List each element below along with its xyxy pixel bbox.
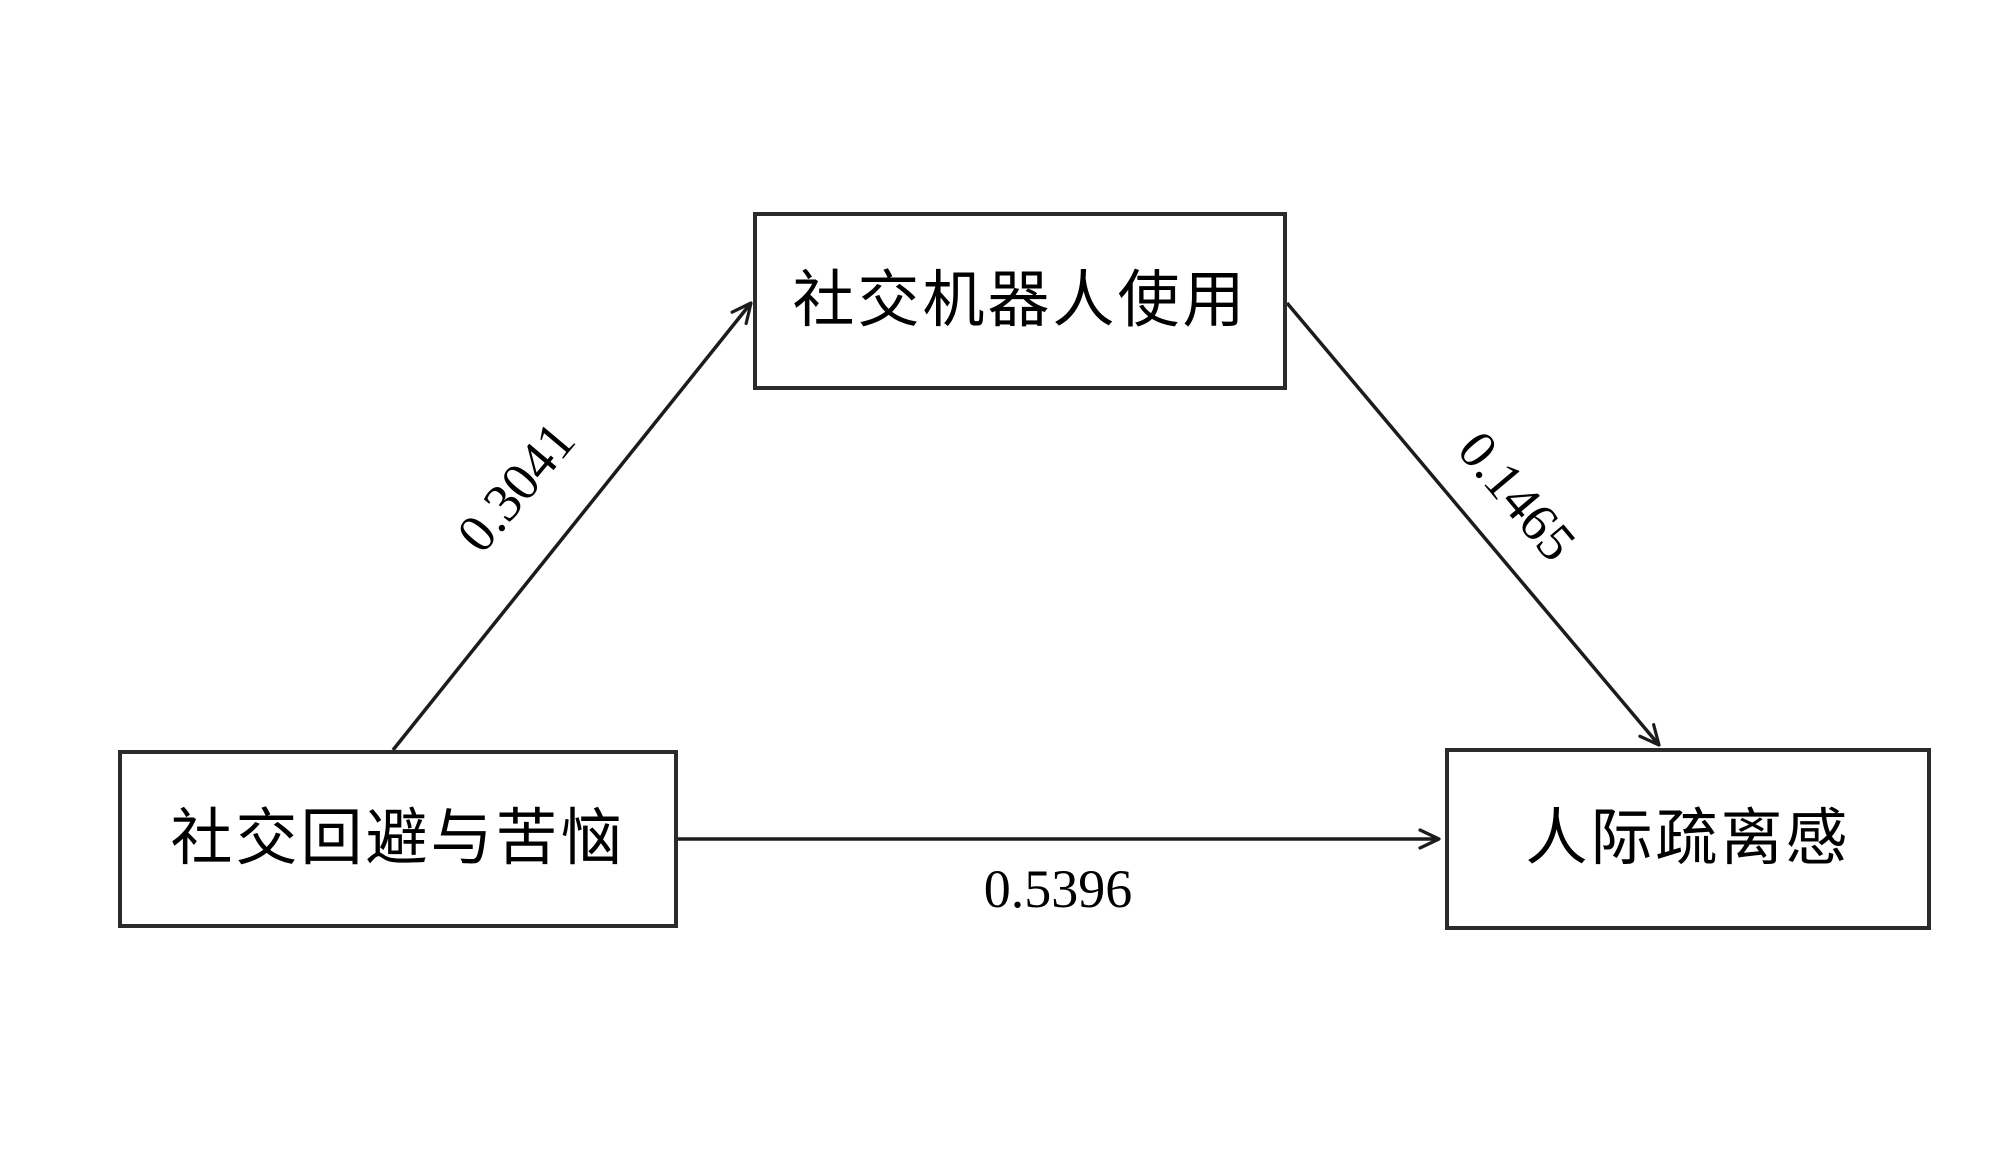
node-dependent: 人际疏离感 (1445, 748, 1931, 930)
edge-coefficient-c-path: 0.5396 (983, 859, 1133, 919)
arrow-mediator-to-dependent (1285, 301, 1661, 747)
arrow-independent-to-mediator (391, 301, 753, 752)
node-dependent-label: 人际疏离感 (1525, 805, 1851, 873)
node-independent: 社交回避与苦恼 (118, 750, 678, 928)
node-mediator-label: 社交机器人使用 (792, 267, 1248, 335)
node-independent-label: 社交回避与苦恼 (170, 805, 626, 873)
node-mediator: 社交机器人使用 (753, 212, 1287, 390)
